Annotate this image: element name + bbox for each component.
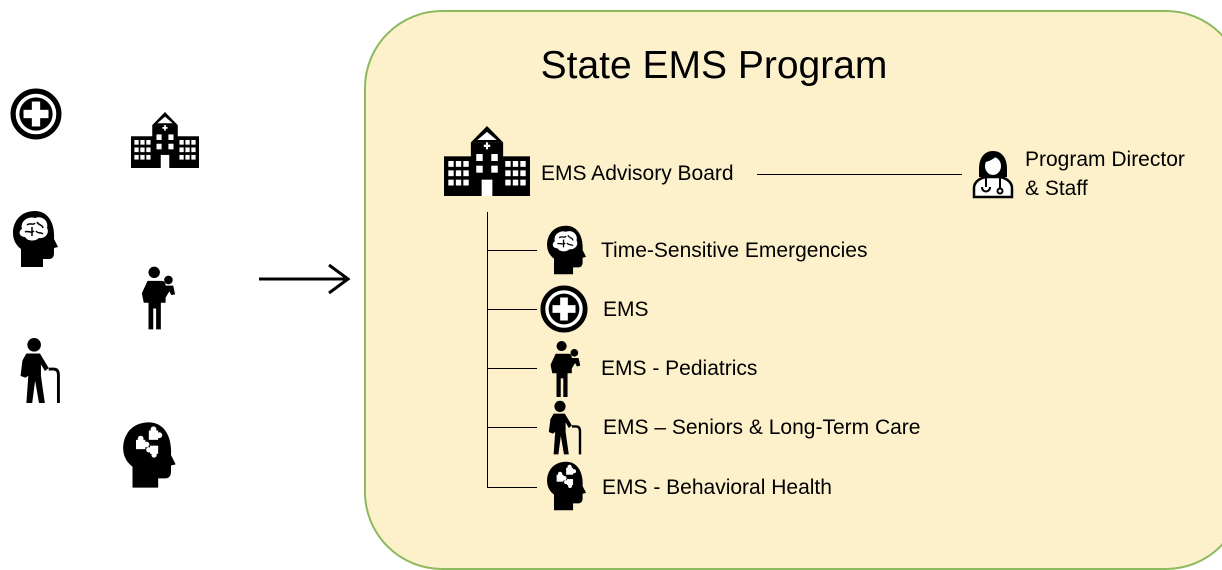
puzzle-head-icon <box>120 420 180 490</box>
right-arrow-icon <box>257 262 351 296</box>
senior-cane-icon <box>16 337 62 405</box>
committee-label-time-sensitive: Time-Sensitive Emergencies <box>601 239 868 262</box>
program-director-label: Program Director <box>1025 148 1185 171</box>
branch-line <box>487 250 537 251</box>
brain-head-icon <box>542 224 592 276</box>
program-title: State EMS Program <box>540 44 888 87</box>
puzzle-head-icon <box>543 460 591 512</box>
tree-trunk-line <box>487 212 488 488</box>
committee-label-pediatrics: EMS - Pediatrics <box>601 357 758 380</box>
senior-cane-icon <box>544 400 584 456</box>
committee-label-ems: EMS <box>603 298 649 321</box>
board-director-connector <box>757 174 962 175</box>
doctor-icon <box>971 147 1015 201</box>
hospital-icon <box>444 126 530 196</box>
program-panel <box>364 10 1222 570</box>
advisory-board-label: EMS Advisory Board <box>541 162 734 185</box>
hospital-icon <box>131 112 199 168</box>
branch-line <box>487 368 537 369</box>
medical-cross-icon <box>10 88 62 140</box>
branch-line <box>487 427 537 428</box>
program-staff-label: & Staff <box>1025 177 1088 200</box>
committee-label-seniors: EMS – Seniors & Long-Term Care <box>603 416 921 439</box>
branch-line <box>487 487 537 488</box>
brain-head-icon <box>10 209 62 269</box>
parent-child-icon <box>548 339 582 399</box>
medical-cross-icon <box>540 285 588 333</box>
committee-label-behavioral: EMS - Behavioral Health <box>602 476 832 499</box>
parent-child-icon <box>139 264 177 332</box>
branch-line <box>487 309 537 310</box>
